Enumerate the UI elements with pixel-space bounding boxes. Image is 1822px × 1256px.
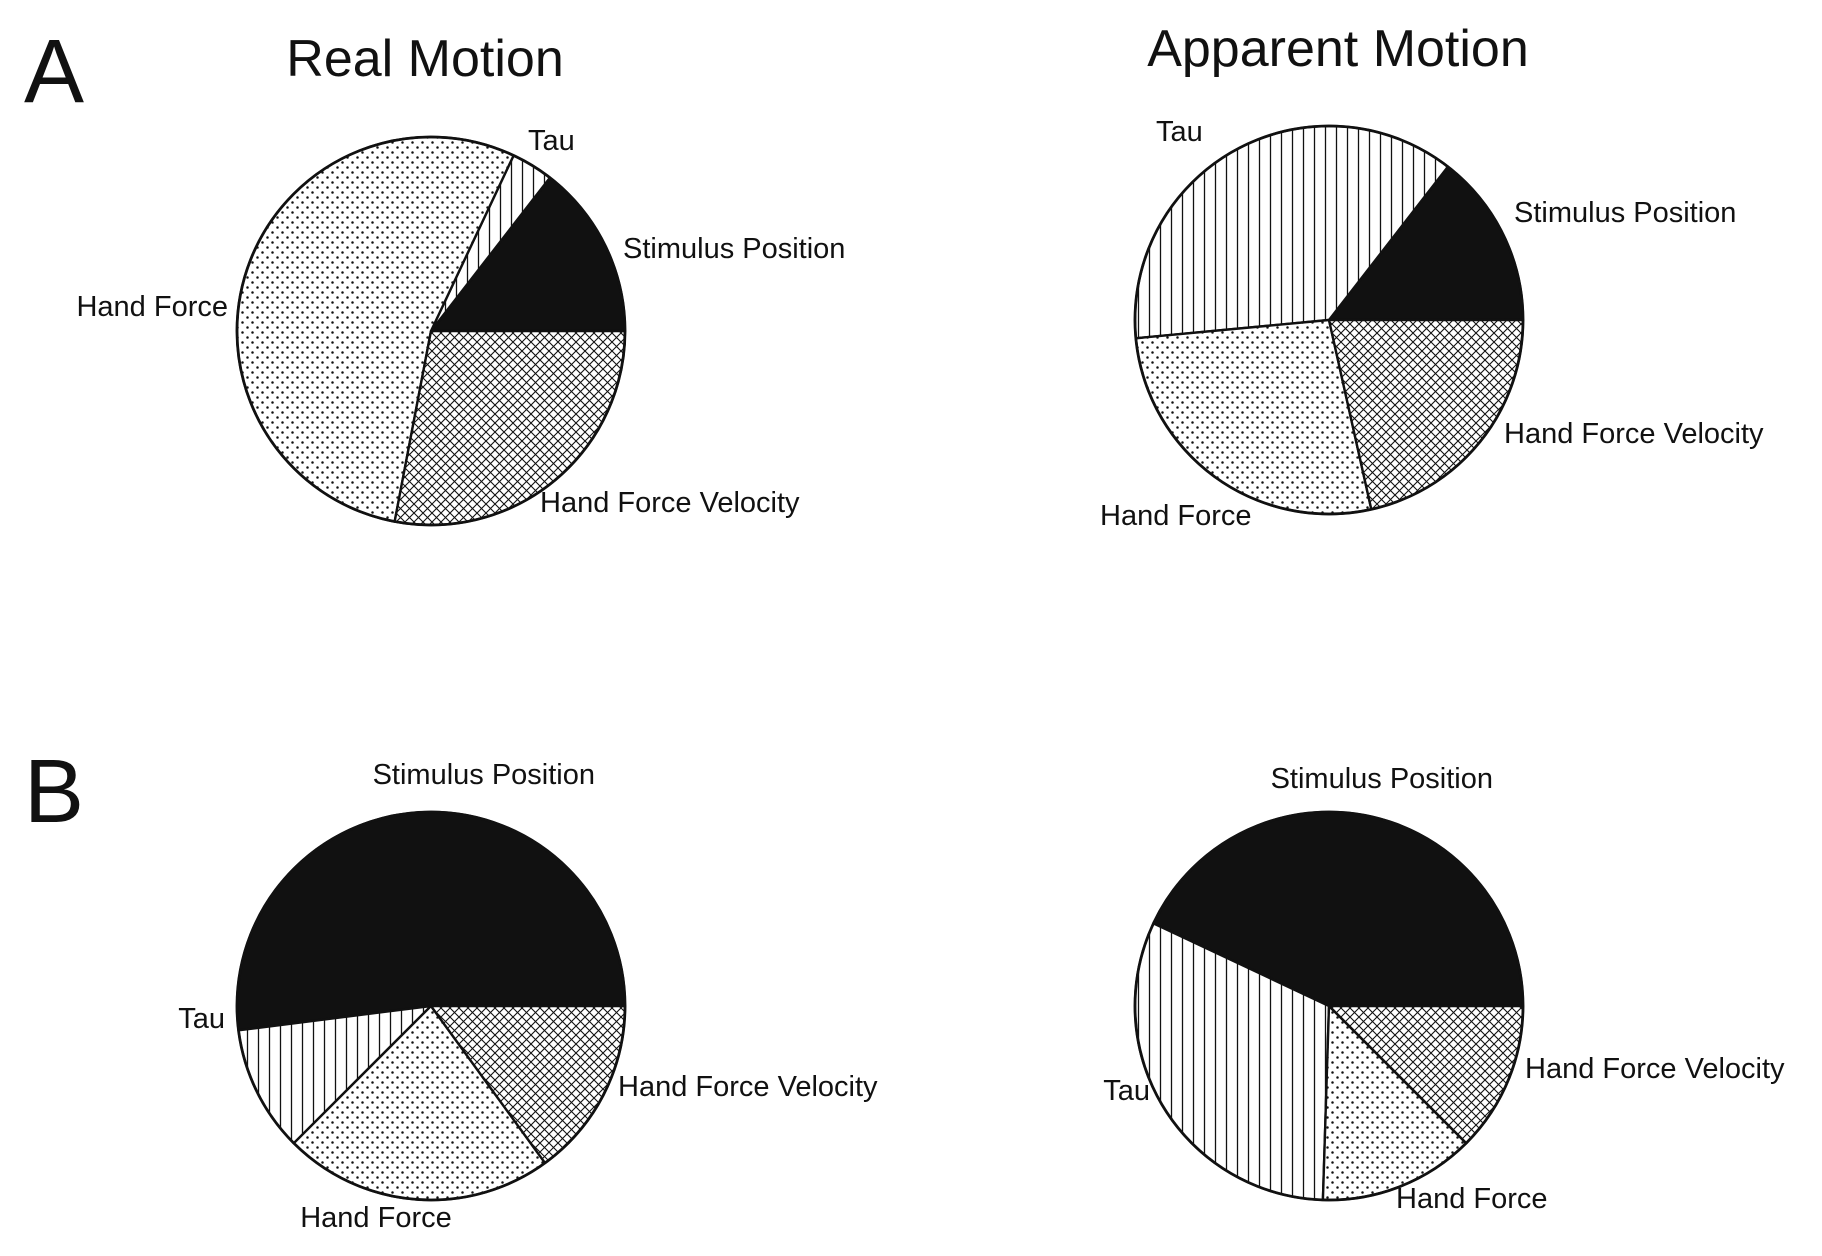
slice-label-stimulus-position: Stimulus Position (1514, 197, 1736, 229)
pie-outline (235, 810, 627, 1202)
slice-label-stimulus-position: Stimulus Position (1271, 763, 1493, 795)
slice-label-hand-force-velocity: Hand Force Velocity (1525, 1053, 1785, 1085)
pie-slice-stimulus-position (235, 810, 627, 1032)
slice-label-stimulus-position: Stimulus Position (623, 233, 845, 265)
pie-outline (1133, 810, 1525, 1202)
slice-label-tau: Tau (1156, 116, 1203, 148)
slice-label-hand-force-velocity: Hand Force Velocity (1504, 418, 1764, 450)
slice-label-tau: Tau (1103, 1075, 1150, 1107)
panel-label-a: A (24, 22, 84, 122)
slice-label-tau: Tau (528, 125, 575, 157)
slice-label-hand-force: Hand Force (1100, 500, 1252, 532)
slice-label-tau: Tau (178, 1003, 225, 1035)
slice-label-hand-force: Hand Force (76, 291, 228, 323)
panel-label-b: B (24, 742, 84, 842)
title-real-motion: Real Motion (286, 30, 563, 88)
slice-label-hand-force-velocity: Hand Force Velocity (618, 1071, 878, 1103)
slice-label-hand-force: Hand Force (300, 1202, 452, 1234)
pie-outline (1133, 124, 1525, 516)
title-apparent-motion: Apparent Motion (1147, 20, 1529, 78)
slice-label-stimulus-position: Stimulus Position (373, 759, 595, 791)
pie-outline (235, 135, 627, 527)
slice-label-hand-force: Hand Force (1396, 1183, 1548, 1215)
slice-label-hand-force-velocity: Hand Force Velocity (540, 487, 800, 519)
